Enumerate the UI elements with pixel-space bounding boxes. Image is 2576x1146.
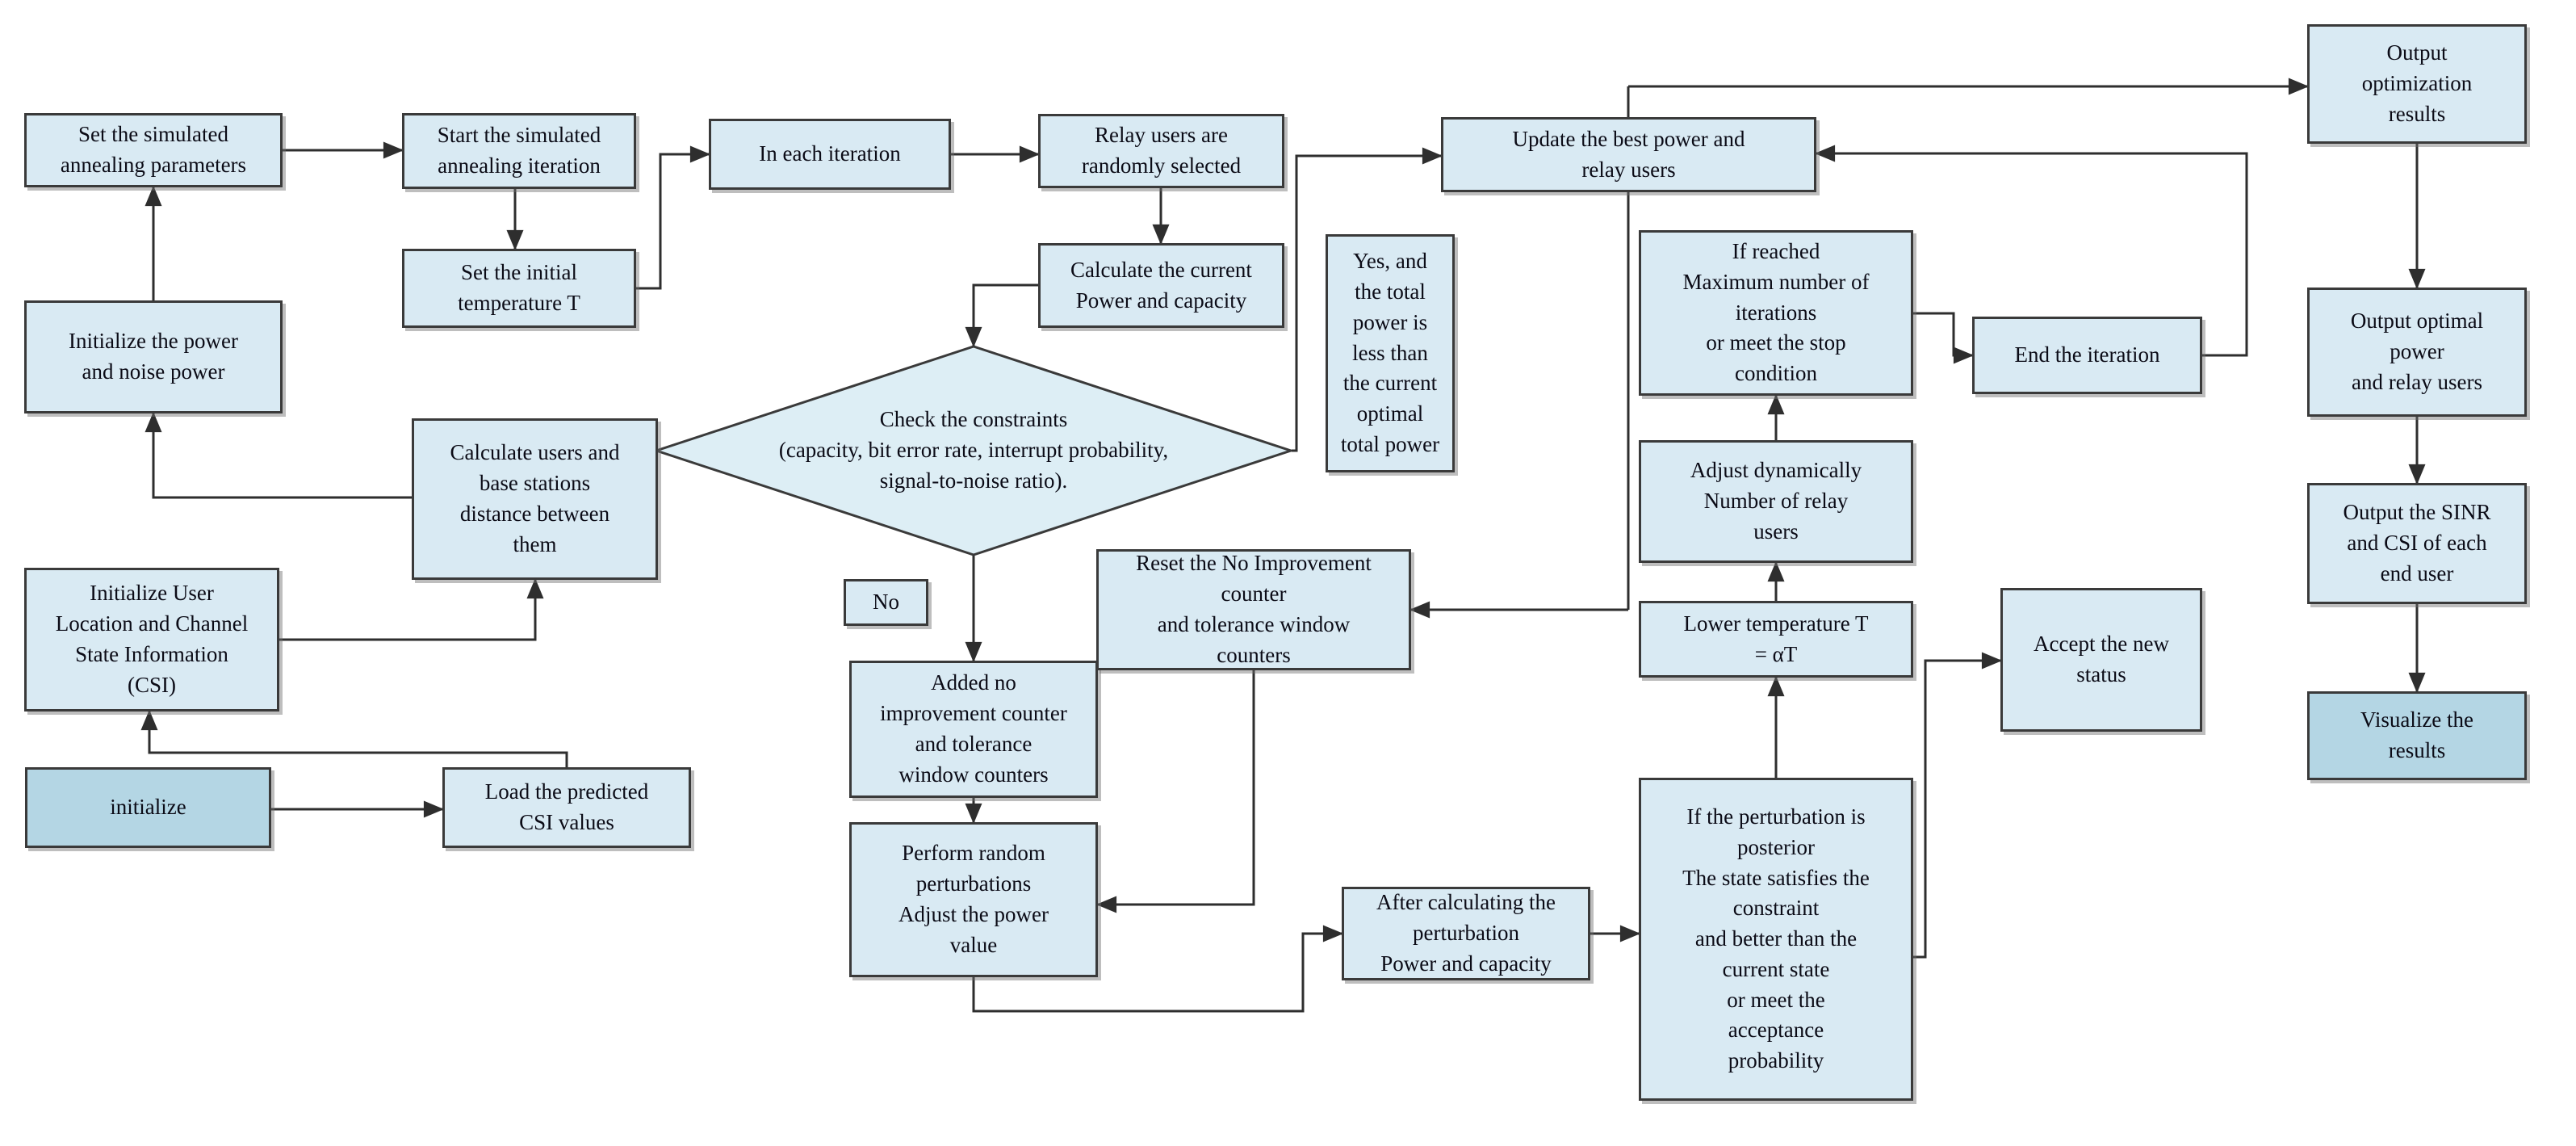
node-reset-no-improvement-counter: Reset the No Improvement counter and tol… [1096,549,1411,670]
node-label: Adjust dynamically Number of relay users [1690,458,1862,544]
edge-if-perturbation-posterior-to-accept-new-status [1913,652,2003,959]
node-initialize: initialize [25,767,271,848]
node-relay-users-selected: Relay users are randomly selected [1038,114,1284,188]
node-visualize-results: Visualize the results [2307,691,2527,780]
node-initialize-user-csi: Initialize User Location and Channel Sta… [24,568,279,712]
node-after-calculating-perturbation: After calculating the perturbation Power… [1342,887,1590,980]
node-label: Lower temperature T = αT [1683,611,1869,666]
node-output-optimal-power: Output optimal power and relay users [2307,288,2527,417]
node-accept-new-status: Accept the new status [2000,588,2202,732]
edge-reset-no-improvement-counter-to-perform-random-perturbations [1095,670,1255,913]
node-label: Accept the new status [2034,632,2169,686]
edge-set-initial-temperature-to-in-each-iteration [636,145,711,290]
edge-calculate-users-distance-to-initialize-power-noise [145,411,412,499]
node-if-reached-max-iterations: If reached Maximum number of iterations … [1639,230,1913,396]
node-output-optimization-results: Output optimization results [2307,24,2527,144]
node-label: initialize [110,795,186,820]
edge-end-the-iteration-to-update-best-power [1814,145,2248,357]
node-initialize-power-noise: Initialize the power and noise power [24,300,283,413]
node-label: If the perturbation is posterior The sta… [1682,804,1870,1073]
node-adjust-relay-users: Adjust dynamically Number of relay users [1639,440,1913,563]
node-label: Set the initial temperature T [458,260,580,315]
node-label: Yes, and the total power is less than th… [1340,249,1440,456]
node-label: Update the best power and relay users [1512,126,1745,182]
node-lower-temperature: Lower temperature T = αT [1639,601,1913,678]
node-calculate-current-power: Calculate the current Power and capacity [1038,243,1284,328]
node-label: Output optimal power and relay users [2350,309,2484,394]
edge-initialize-user-csi-to-calculate-users-distance [279,577,544,641]
node-label: Visualize the results [2360,707,2474,762]
node-set-annealing-params: Set the simulated annealing parameters [24,113,283,187]
node-label: Added no improvement counter and toleran… [880,670,1067,787]
node-label: Calculate the current Power and capacity [1070,257,1252,313]
node-label: Calculate users and base stations distan… [450,440,620,556]
node-load-predicted-csi: Load the predicted CSI values [442,767,691,848]
node-label: Load the predicted CSI values [484,779,649,834]
node-label: Set the simulated annealing parameters [60,122,247,177]
node-label: Perform random perturbations Adjust the … [898,841,1049,957]
edge-if-reached-max-iterations-to-end-the-iteration [1913,312,1975,364]
node-no-label: No [844,579,928,626]
edges-group [140,78,2426,1013]
node-label: If reached Maximum number of iterations … [1682,239,1870,386]
edge-load-predicted-csi-to-initialize-user-csi [140,709,568,767]
node-end-the-iteration: End the iteration [1972,317,2202,394]
node-label: No [873,590,899,615]
node-check-constraints-decision: Check the constraints (capacity, bit err… [656,346,1292,556]
node-update-best-power: Update the best power and relay users [1441,117,1816,192]
node-label: Output the SINR and CSI of each end user [2343,500,2491,586]
node-calculate-users-distance: Calculate users and base stations distan… [412,418,658,580]
node-yes-total-power-note: Yes, and the total power is less than th… [1326,234,1455,472]
node-start-annealing-iteration: Start the simulated annealing iteration [402,113,636,189]
node-label: Output optimization results [2361,40,2473,126]
node-added-no-improvement-counter: Added no improvement counter and toleran… [849,661,1098,798]
node-label: Relay users are randomly selected [1081,123,1242,178]
node-label: Start the simulated annealing iteration [437,123,601,178]
node-label: Initialize User Location and Channel Sta… [55,581,249,697]
node-label: End the iteration [2014,342,2160,367]
decision-diamond-shape [656,346,1292,556]
node-label: Check the constraints (capacity, bit err… [778,407,1169,493]
node-set-initial-temperature: Set the initial temperature T [402,249,636,328]
edge-calculate-current-power-to-check-constraints-decision [965,283,1038,348]
node-label: Initialize the power and noise power [69,329,238,384]
node-label: After calculating the perturbation Power… [1376,890,1556,976]
node-output-sinr-csi: Output the SINR and CSI of each end user [2307,483,2527,604]
node-label: Reset the No Improvement counter and tol… [1136,551,1372,667]
edge-perform-random-perturbations-to-after-calculating-perturbation [972,925,1344,1013]
node-in-each-iteration: In each iteration [709,119,951,190]
node-if-perturbation-posterior: If the perturbation is posterior The sta… [1639,778,1913,1101]
edge-check-constraints-decision-to-update-best-power [1292,147,1443,452]
node-perform-random-perturbations: Perform random perturbations Adjust the … [849,822,1098,977]
node-label: In each iteration [759,141,901,166]
